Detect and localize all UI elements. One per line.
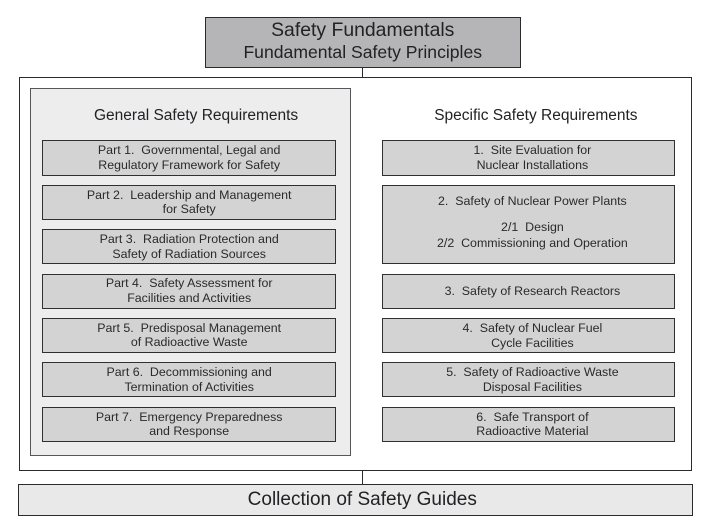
general-requirement-box-5-text: Part 5. Predisposal Management of Radioa… xyxy=(97,320,282,350)
specific-requirement-box-3-text: 3. Safety of Research Reactors xyxy=(444,283,621,298)
specific-requirement-box-2-text: 2. Safety of Nuclear Power Plants xyxy=(438,194,627,209)
safety-fundamentals-box: Safety Fundamentals Fundamental Safety P… xyxy=(205,16,521,68)
general-requirement-box-2-text: Part 2. Leadership and Management for Sa… xyxy=(86,187,292,217)
general-safety-requirements-panel: General Safety Requirements Part 1. Gove… xyxy=(30,88,352,457)
general-requirement-box-5: Part 5. Predisposal Management of Radioa… xyxy=(42,317,337,354)
specific-requirement-box-2: 2. Safety of Nuclear Power Plants 2/1 Des… xyxy=(382,184,676,265)
specific-requirement-box-6-text: 6. Safe Transport of Radioactive Materia… xyxy=(476,409,589,439)
specific-requirement-box-4-text: 4. Safety of Nuclear Fuel Cycle Faciliti… xyxy=(462,320,603,350)
general-requirement-box-1-text: Part 1. Governmental, Legal and Regulato… xyxy=(97,143,281,172)
general-requirement-box-6: Part 6. Decommissioning and Termination … xyxy=(42,362,337,398)
specific-requirement-box-1: 1. Site Evaluation for Nuclear Installat… xyxy=(382,140,676,176)
specific-requirement-box-4: 4. Safety of Nuclear Fuel Cycle Faciliti… xyxy=(382,317,676,354)
general-requirement-box-3: Part 3. Radiation Protection and Safety … xyxy=(42,229,337,265)
general-requirement-box-6-text: Part 6. Decommissioning and Termination … xyxy=(106,365,272,394)
specific-requirements-box-list: 1. Site Evaluation for Nuclear Installat… xyxy=(382,140,676,442)
safety-requirements-container: General Safety Requirements Part 1. Gove… xyxy=(19,77,692,471)
specific-requirement-box-2-text: 2/1 Design 2/2 Commissioning and Operati… xyxy=(437,220,628,250)
general-requirement-box-2: Part 2. Leadership and Management for Sa… xyxy=(42,184,337,220)
specific-safety-requirements-title: Specific Safety Requirements xyxy=(434,106,638,124)
fundamental-safety-principles-subtitle: Fundamental Safety Principles xyxy=(243,41,483,62)
specific-safety-requirements-column: Specific Safety Requirements 1. Site Eva… xyxy=(382,89,676,442)
collection-of-safety-guides-bar: Collection of Safety Guides xyxy=(18,483,693,516)
general-requirement-box-7-text: Part 7. Emergency Preparedness and Respo… xyxy=(95,409,283,439)
general-requirement-box-1: Part 1. Governmental, Legal and Regulato… xyxy=(42,140,337,176)
collection-of-safety-guides-label: Collection of Safety Guides xyxy=(247,488,477,510)
general-requirement-box-4: Part 4. Safety Assessment for Facilities… xyxy=(42,273,337,309)
specific-requirement-box-3: 3. Safety of Research Reactors xyxy=(382,273,676,309)
specific-requirement-box-5-text: 5. Safety of Radioactive Waste Disposal … xyxy=(446,365,619,394)
connector-top-line xyxy=(361,67,364,78)
general-requirements-box-list: Part 1. Governmental, Legal and Regulato… xyxy=(42,140,337,442)
general-requirement-box-3-text: Part 3. Radiation Protection and Safety … xyxy=(99,232,279,261)
specific-requirement-box-5: 5. Safety of Radioactive Waste Disposal … xyxy=(382,362,676,398)
general-requirement-box-4-text: Part 4. Safety Assessment for Facilities… xyxy=(105,276,273,306)
specific-requirement-box-6: 6. Safe Transport of Radioactive Materia… xyxy=(382,406,676,442)
specific-requirement-box-1-text: 1. Site Evaluation for Nuclear Installat… xyxy=(473,143,592,172)
safety-fundamentals-title: Safety Fundamentals xyxy=(271,19,455,41)
general-safety-requirements-title: General Safety Requirements xyxy=(94,106,299,124)
connector-bottom-line xyxy=(361,470,364,484)
general-requirement-box-7: Part 7. Emergency Preparedness and Respo… xyxy=(42,406,337,442)
